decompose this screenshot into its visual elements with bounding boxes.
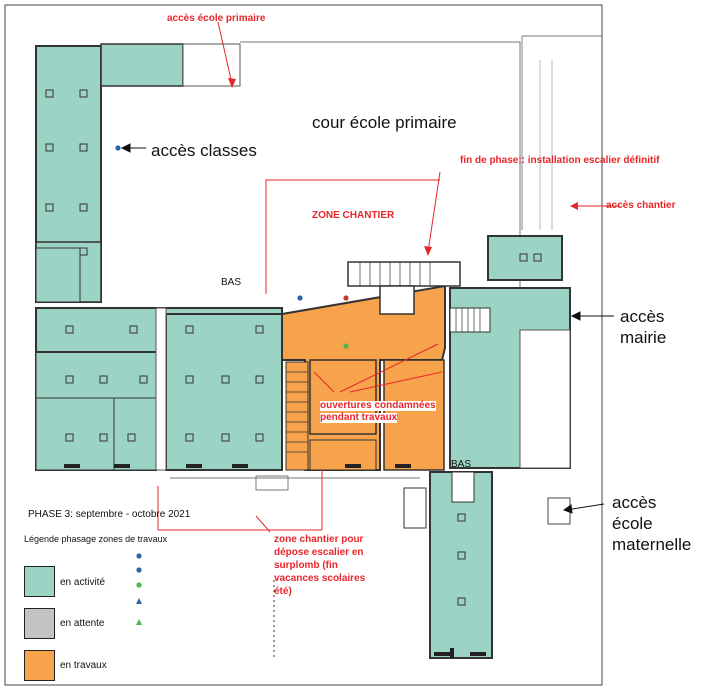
- label-acces-mairie-line2: mairie: [620, 328, 667, 347]
- legend-swatch-attente: [24, 608, 55, 639]
- label-acces-maternelle-line3: maternelle: [612, 535, 692, 554]
- label-fin-de-phase: fin de phase:: installation escalier déf…: [460, 155, 660, 166]
- label-ouvertures-line2: pendant travaux: [320, 412, 398, 423]
- label-zone-pour-line4: vacances scolaires: [274, 573, 366, 584]
- label-ouvertures-line1: ouvertures condamnées: [320, 400, 436, 411]
- label-bas-bottom: BAS: [451, 459, 472, 470]
- label-zone-chantier: ZONE CHANTIER: [312, 210, 395, 221]
- label-zone-pour-line3: surplomb (fin: [274, 560, 338, 571]
- label-zone-pour-line2: dépose escalier en: [274, 547, 364, 558]
- legend-swatch-activite: [24, 566, 55, 597]
- label-acces-ecole-primaire: accès école primaire: [167, 13, 266, 24]
- legend-swatch-travaux: [24, 650, 55, 681]
- label-acces-classes: accès classes: [151, 141, 257, 160]
- label-phase: PHASE 3: septembre - octobre 2021: [28, 509, 191, 520]
- legend-label-attente: en attente: [60, 618, 105, 629]
- label-acces-chantier: accès chantier: [606, 200, 676, 211]
- label-acces-maternelle-line1: accès: [612, 493, 657, 512]
- legend-label-activite: en activité: [60, 577, 106, 588]
- label-zone-pour-line5: été): [274, 586, 292, 597]
- label-bas-top: BAS: [221, 277, 242, 288]
- label-acces-maternelle-line2: école: [612, 514, 653, 533]
- legend-title: Légende phasage zones de travaux: [24, 534, 168, 544]
- label-zone-pour-line1: zone chantier pour: [274, 534, 364, 545]
- legend-label-travaux: en travaux: [60, 660, 107, 671]
- label-acces-mairie-line1: accès: [620, 307, 665, 326]
- label-cour-ecole-primaire: cour école primaire: [312, 113, 457, 132]
